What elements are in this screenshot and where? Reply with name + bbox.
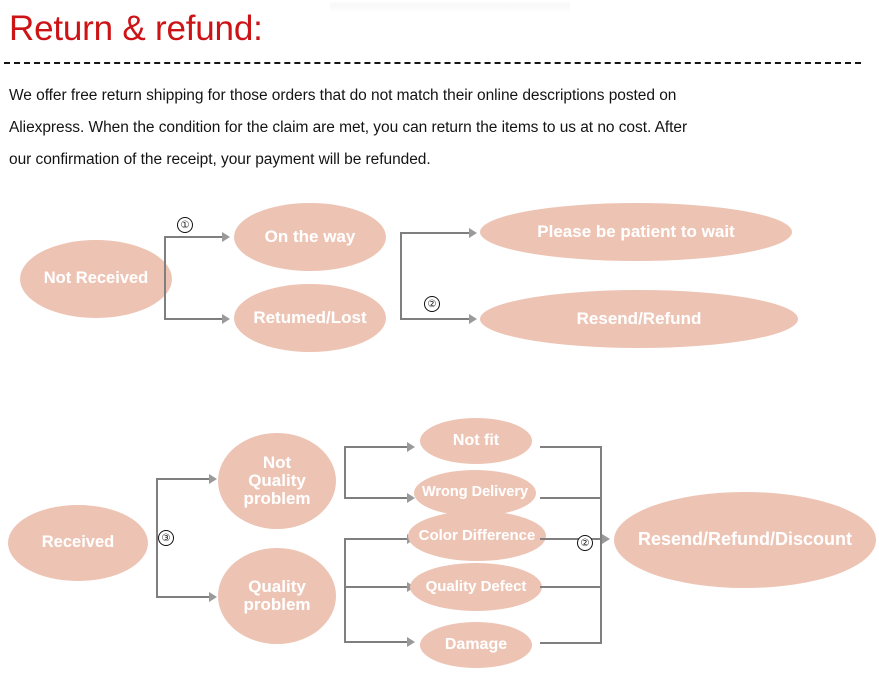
received-bracket-vertical — [156, 478, 158, 596]
badge-step-2-row2-label: ② — [580, 537, 590, 549]
node-wrong-delivery[interactable]: Wrong Delivery — [414, 470, 536, 516]
paragraph-line-3: our confirmation of the receipt, your pa… — [9, 151, 431, 168]
top-edge-artifact — [330, 2, 570, 11]
arrow-to-quality-defect — [407, 582, 415, 592]
node-resend-refund[interactable]: Resend/Refund — [480, 290, 798, 348]
nq-fan-line-1 — [344, 446, 408, 448]
node-not-received-label: Not Received — [43, 269, 149, 288]
node-not-received[interactable]: Not Received — [20, 240, 172, 318]
node-resend-refund-discount[interactable]: Resend/Refund/Discount — [614, 492, 876, 588]
intro-paragraph: We offer free return shipping for those … — [9, 80, 865, 176]
arrow-to-final-outcome — [602, 534, 610, 544]
node-not-fit-label: Not fit — [452, 431, 500, 449]
branch-bracket-bottom-1 — [164, 318, 223, 320]
node-please-be-patient-label: Please be patient to wait — [537, 221, 735, 241]
arrow-to-wrong-delivery — [407, 493, 415, 503]
arrow-to-quality-problem — [209, 592, 217, 602]
paragraph-line-2: Aliexpress. When the condition for the c… — [9, 119, 688, 136]
q-fan-line-1 — [344, 538, 408, 540]
badge-step-2-row2: ② — [577, 535, 593, 551]
node-on-the-way-label: On the way — [264, 226, 356, 246]
node-wrong-delivery-label: Wrong Delivery — [421, 484, 529, 501]
node-quality-problem-label: Quality problem — [243, 576, 311, 614]
q-fan-line-3 — [344, 641, 408, 643]
node-please-be-patient[interactable]: Please be patient to wait — [480, 203, 792, 261]
node-returned-lost[interactable]: Retumed/Lost — [234, 284, 386, 352]
badge-step-2-row1: ② — [424, 296, 440, 312]
arrow-to-not-quality-problem — [209, 474, 217, 484]
badge-step-3-label: ③ — [161, 532, 171, 544]
merge-line-damage — [540, 642, 602, 644]
badge-step-3: ③ — [158, 530, 174, 546]
node-damage[interactable]: Damage — [420, 622, 532, 668]
node-not-quality-problem-label: Not Quality problem — [243, 452, 311, 508]
nq-fan-vertical — [344, 446, 346, 497]
badge-step-1: ① — [177, 217, 193, 233]
branch-bracket-vertical-1 — [164, 236, 166, 318]
page-title: Return & refund: — [9, 9, 263, 48]
badge-step-1-label: ① — [180, 219, 190, 231]
badge-step-2-row1-label: ② — [427, 298, 437, 310]
q-fan-vertical — [344, 538, 346, 641]
arrow-to-resend-refund — [469, 314, 477, 324]
node-not-quality-problem[interactable]: Not Quality problem — [218, 433, 336, 529]
node-received[interactable]: Received — [8, 505, 148, 581]
arrow-to-returned-lost — [222, 314, 230, 324]
q-fan-line-2 — [344, 586, 408, 588]
arrow-to-damage — [407, 637, 415, 647]
paragraph-line-1: We offer free return shipping for those … — [9, 87, 677, 104]
node-damage-label: Damage — [444, 635, 508, 653]
nq-fan-line-2 — [344, 497, 408, 499]
arrow-to-color-difference — [407, 534, 415, 544]
arrow-to-not-fit — [407, 442, 415, 452]
node-quality-problem[interactable]: Quality problem — [218, 548, 336, 644]
node-on-the-way[interactable]: On the way — [234, 203, 386, 271]
title-divider — [4, 62, 861, 64]
merge-line-wrong-delivery — [540, 497, 602, 499]
node-received-label: Received — [41, 533, 115, 552]
branch-bracket-top-1 — [164, 236, 223, 238]
received-bracket-bottom — [156, 596, 210, 598]
branch-bracket-bottom-2 — [400, 318, 470, 320]
node-returned-lost-label: Retumed/Lost — [253, 307, 367, 327]
node-resend-refund-label: Resend/Refund — [576, 308, 702, 328]
node-quality-defect-label: Quality Defect — [425, 578, 527, 596]
merge-bracket-vertical — [600, 446, 602, 642]
node-color-difference[interactable]: Color Difference — [408, 511, 546, 561]
node-color-difference-label: Color Difference — [418, 527, 536, 545]
branch-bracket-top-2 — [400, 232, 470, 234]
arrow-to-on-the-way — [222, 232, 230, 242]
merge-line-color-difference — [540, 538, 602, 540]
node-quality-defect[interactable]: Quality Defect — [410, 563, 542, 611]
merge-line-not-fit — [540, 446, 602, 448]
node-resend-refund-discount-label: Resend/Refund/Discount — [637, 529, 852, 550]
node-not-fit[interactable]: Not fit — [420, 418, 532, 464]
received-bracket-top — [156, 478, 210, 480]
arrow-to-please-wait — [469, 228, 477, 238]
merge-line-quality-defect — [540, 586, 602, 588]
branch-bracket-vertical-2 — [400, 232, 402, 318]
